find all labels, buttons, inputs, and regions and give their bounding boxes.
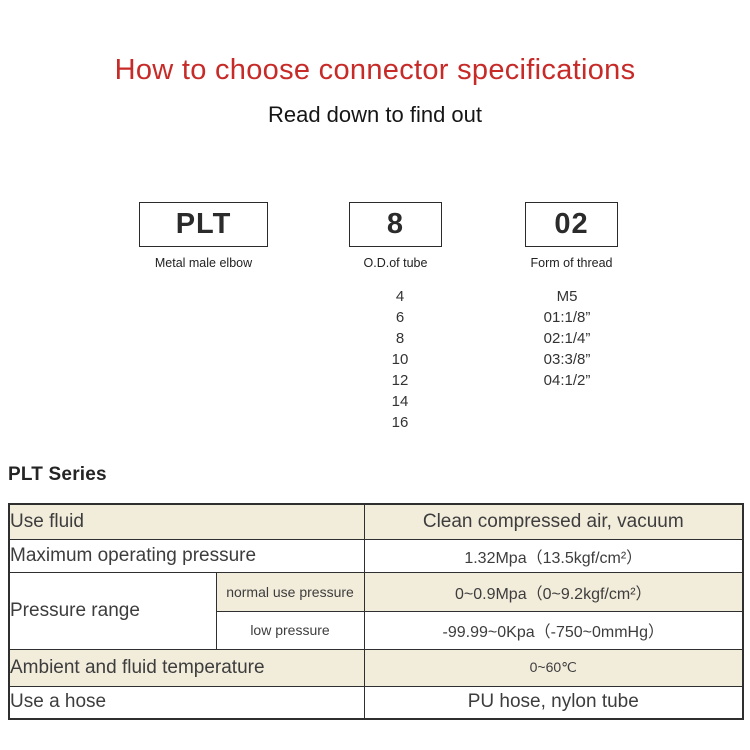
page-title: How to choose connector specifications: [114, 54, 636, 86]
table-row-low-pressure: low pressure -99.99~0Kpa（-750~0mmHg）: [9, 610, 744, 650]
code-segment-model: PLT Metal male elbow: [139, 202, 268, 270]
thread-option: 03:3/8”: [543, 351, 591, 368]
row-value-low-pressure: -99.99~0Kpa（-750~0mmHg）: [363, 610, 744, 650]
model-code-box: PLT: [139, 202, 268, 247]
row-label-use-fluid: Use fluid: [8, 503, 365, 540]
tube-od-option: 4: [395, 288, 405, 305]
row-value-max-pressure: 1.32Mpa（13.5kgf/cm²）: [363, 538, 744, 573]
tube-od-option: 6: [395, 309, 405, 326]
thread-options-list: M5 01:1/8” 02:1/4” 03:3/8” 04:1/2”: [494, 286, 640, 391]
row-value-use-fluid: Clean compressed air, vacuum: [363, 503, 744, 540]
thread-option: 01:1/8”: [543, 309, 591, 326]
table-row-hose: Use a hose PU hose, nylon tube: [8, 685, 744, 720]
thread-code-label: Form of thread: [530, 256, 613, 270]
row-label-pressure-range: Pressure range: [8, 571, 217, 650]
tube-od-code-label: O.D.of tube: [363, 256, 428, 270]
page-subtitle: Read down to find out: [267, 102, 483, 127]
table-row-use-fluid: Use fluid Clean compressed air, vacuum: [8, 503, 744, 540]
sub-label-normal-pressure: normal use pressure: [215, 571, 365, 612]
row-value-temperature: 0~60℃: [363, 648, 744, 687]
thread-code-box: 02: [525, 202, 618, 247]
spec-table: Use fluid Clean compressed air, vacuum M…: [8, 503, 745, 720]
model-code-label: Metal male elbow: [154, 256, 253, 270]
tube-od-option: 10: [391, 351, 409, 368]
table-row-temperature: Ambient and fluid temperature 0~60℃: [8, 648, 744, 687]
sub-label-low-pressure: low pressure: [215, 610, 365, 650]
row-value-hose: PU hose, nylon tube: [363, 685, 744, 720]
series-heading: PLT Series: [8, 464, 107, 485]
tube-od-option: 14: [391, 393, 409, 410]
code-segment-thread: 02 Form of thread: [525, 202, 618, 270]
table-row-max-pressure: Maximum operating pressure 1.32Mpa（13.5k…: [8, 538, 744, 573]
tube-od-option: 16: [391, 414, 409, 431]
tube-od-option: 8: [395, 330, 405, 347]
row-label-max-pressure: Maximum operating pressure: [8, 538, 365, 573]
row-label-temperature: Ambient and fluid temperature: [8, 648, 365, 687]
thread-option: 02:1/4”: [543, 330, 591, 347]
thread-option: M5: [556, 288, 578, 305]
thread-option: 04:1/2”: [543, 372, 591, 389]
code-segment-tube-od: 8 O.D.of tube: [349, 202, 442, 270]
tube-od-option: 12: [391, 372, 409, 389]
row-label-hose: Use a hose: [8, 685, 365, 720]
tube-od-code-box: 8: [349, 202, 442, 247]
table-row-normal-pressure: Pressure range normal use pressure 0~0.9…: [8, 571, 744, 650]
tube-od-options-list: 4 6 8 10 12 14 16: [350, 286, 450, 433]
row-value-normal-pressure: 0~0.9Mpa（0~9.2kgf/cm²）: [363, 571, 744, 612]
